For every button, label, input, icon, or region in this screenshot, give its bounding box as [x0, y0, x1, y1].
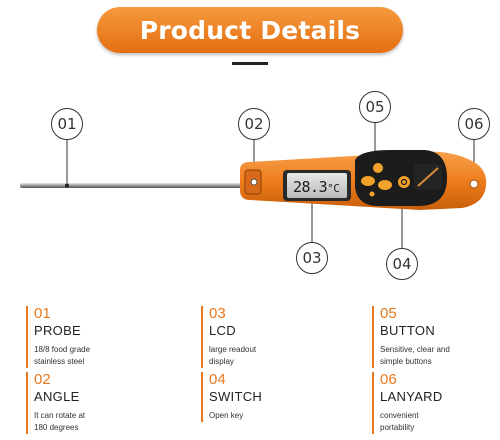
feature-number: 03: [209, 305, 226, 322]
page-title: Product Details: [139, 15, 361, 45]
feature-title: LCD: [209, 323, 236, 338]
probe: [20, 183, 245, 188]
callout-06: 06: [458, 108, 490, 140]
thermometer-illustration: [20, 121, 487, 250]
feature-number: 06: [380, 371, 397, 388]
power-switch: [398, 176, 410, 188]
lanyard-hole: [469, 179, 479, 189]
callout-05: 05: [359, 91, 391, 123]
feature-number: 01: [34, 305, 51, 322]
callout-01: 01: [51, 108, 83, 140]
title-underline: [232, 62, 268, 65]
lcd-value: 28.3: [293, 178, 328, 196]
lcd-reading: 28.3°C: [293, 178, 343, 196]
callout-02: 02: [238, 108, 270, 140]
button-up: [373, 163, 383, 173]
callout-04: 04: [386, 248, 418, 280]
feature-switch: 04 SWITCH Open key: [201, 372, 319, 422]
feature-description: Open key: [209, 411, 244, 420]
feature-number: 04: [209, 371, 226, 388]
page-title-banner: Product Details: [97, 7, 403, 53]
lcd-screen: [287, 173, 347, 198]
callout-03: 03: [296, 242, 328, 274]
feature-title: LANYARD: [380, 389, 443, 404]
probe-marker: [65, 183, 69, 188]
feature-title: BUTTON: [380, 323, 436, 338]
button-mode: [361, 176, 375, 186]
lcd-unit: °C: [327, 182, 340, 195]
feature-title: ANGLE: [34, 389, 80, 404]
feature-title: SWITCH: [209, 389, 263, 404]
feature-number: 02: [34, 371, 51, 388]
feature-number: 05: [380, 305, 397, 322]
button-down: [378, 180, 392, 190]
feature-title: PROBE: [34, 323, 82, 338]
button-small: [369, 191, 375, 197]
